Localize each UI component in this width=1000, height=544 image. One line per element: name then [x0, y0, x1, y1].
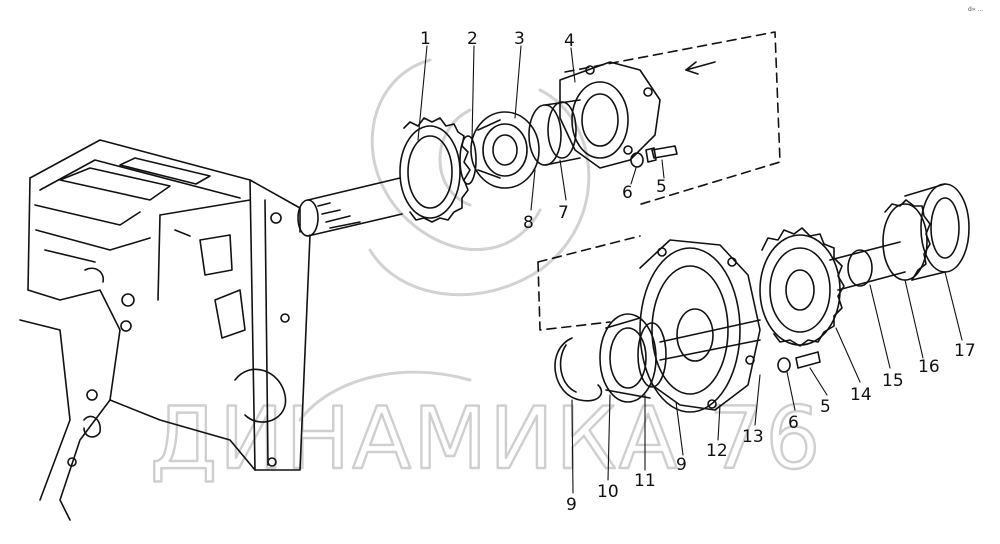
- lower-dashed-frame: [537, 235, 641, 331]
- callout-11: 11: [634, 471, 656, 491]
- direction-arrow: [685, 61, 716, 75]
- gearbox-housing: [19, 139, 311, 521]
- corner-mark: d» ...: [968, 6, 983, 13]
- callout-8: 8: [523, 213, 534, 233]
- watermark-logo: [298, 58, 591, 422]
- callout-1: 1: [420, 29, 431, 49]
- callout-2: 2: [467, 29, 478, 49]
- callout-9-lower: 9: [566, 495, 577, 515]
- callout-5-lower: 5: [820, 397, 831, 417]
- callouts: 1 2 3 4 5 6 7 8 9 10 11 9 12 13 6 5 14 1…: [420, 6, 983, 515]
- callout-14: 14: [850, 385, 872, 405]
- upper-shaft-assembly: [297, 61, 678, 237]
- leader-lines: [417, 45, 963, 494]
- callout-10: 10: [597, 482, 619, 502]
- callout-6-lower: 6: [788, 413, 799, 433]
- callout-13: 13: [742, 427, 764, 447]
- callout-3: 3: [514, 29, 525, 49]
- callout-5-upper: 5: [656, 177, 667, 197]
- callout-7: 7: [558, 203, 569, 223]
- watermark-text: ДИНАМИКА 76: [150, 389, 822, 489]
- upper-dashed-frame: [564, 31, 781, 206]
- callout-17: 17: [954, 341, 976, 361]
- callout-16: 16: [918, 357, 940, 377]
- callout-6-upper: 6: [622, 183, 633, 203]
- callout-4: 4: [564, 31, 575, 51]
- callout-12: 12: [706, 441, 728, 461]
- callout-15: 15: [882, 371, 904, 391]
- lower-shaft-assembly: [554, 183, 970, 413]
- callout-9-mid: 9: [676, 455, 687, 475]
